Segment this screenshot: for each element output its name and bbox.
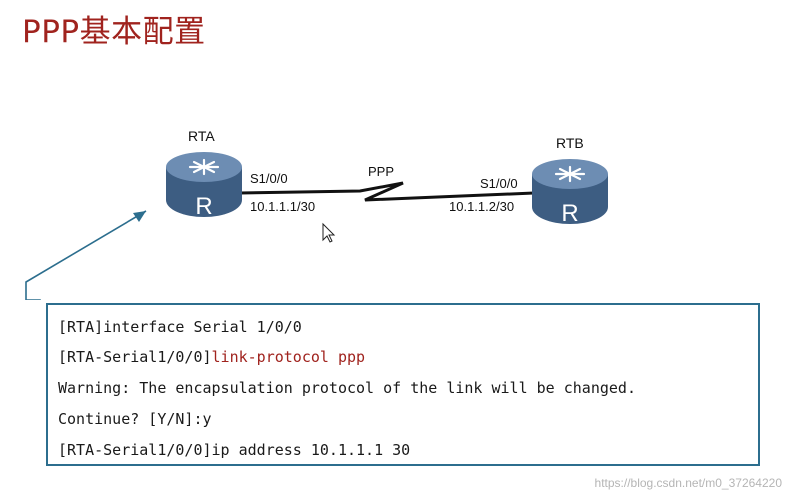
- mouse-cursor-icon: [322, 222, 336, 243]
- router-rtb-letter: R: [561, 200, 578, 227]
- network-topology: R R: [25, 152, 608, 300]
- router-rta-letter: R: [195, 193, 212, 220]
- rta-interface-label: S1/0/0: [250, 171, 288, 186]
- rtb-ip-label: 10.1.1.2/30: [449, 199, 515, 214]
- cli-highlight-link-protocol: link-protocol ppp: [211, 348, 366, 366]
- callout-arrowhead: [133, 211, 146, 222]
- router-rtb-name: RTB: [556, 135, 584, 151]
- callout-line: [25, 210, 147, 300]
- cli-line-1: [RTA]interface Serial 1/0/0: [58, 318, 302, 336]
- cli-line-5: [RTA-Serial1/0/0]ip address 10.1.1.1 30: [58, 441, 411, 459]
- ppp-link: [239, 181, 535, 202]
- cli-line-4: Continue? [Y/N]:y: [58, 410, 212, 428]
- watermark-text: https://blog.csdn.net/m0_37264220: [594, 476, 782, 490]
- cli-line-3: Warning: The encapsulation protocol of t…: [58, 379, 636, 397]
- cli-line-2: [RTA-Serial1/0/0]link-protocol ppp: [58, 348, 366, 366]
- router-rta-name: RTA: [188, 128, 215, 144]
- page-title: PPP基本配置: [22, 14, 206, 50]
- ppp-link-label: PPP: [368, 164, 395, 179]
- rtb-interface-label: S1/0/0: [480, 176, 518, 191]
- router-rtb-icon: R: [532, 159, 608, 227]
- cli-config-box: [RTA]interface Serial 1/0/0 [RTA-Serial1…: [46, 303, 760, 466]
- rta-ip-label: 10.1.1.1/30: [250, 199, 316, 214]
- router-rta-icon: R: [166, 152, 242, 220]
